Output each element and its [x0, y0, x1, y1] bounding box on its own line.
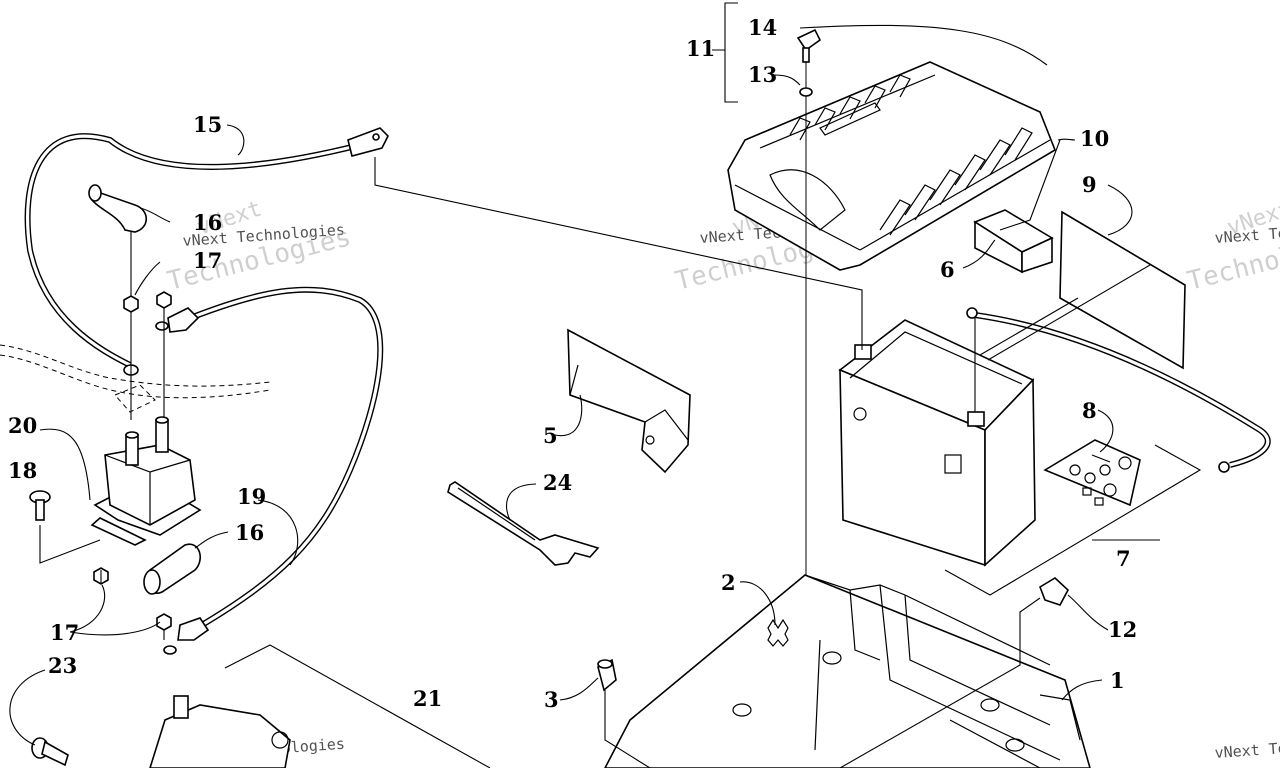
callout-10: 10	[1080, 126, 1109, 151]
leader-15-to-battery	[374, 157, 863, 350]
group-7-bracket	[944, 444, 1202, 596]
label-sheet	[1059, 210, 1186, 370]
starter-solenoid	[90, 416, 202, 546]
nut	[123, 295, 139, 313]
cable-15	[24, 127, 389, 376]
cover-screw	[796, 28, 822, 63]
engine-mount	[149, 695, 291, 768]
reference-harness	[0, 344, 271, 387]
callout-2: 2	[721, 570, 736, 595]
callout-5: 5	[543, 423, 558, 448]
callout-1: 1	[1110, 668, 1125, 693]
screw-washer	[799, 87, 813, 97]
callout-11: 11	[686, 36, 715, 61]
callout-3: 3	[544, 687, 559, 712]
callout-17-lower: 17	[50, 620, 79, 645]
mounting-screw	[29, 490, 51, 521]
callout-8: 8	[1082, 398, 1097, 423]
push-rivet	[597, 658, 617, 692]
nut	[156, 613, 172, 631]
battery-tray	[604, 574, 1091, 768]
callout-7: 7	[1116, 546, 1131, 571]
wrench-tool	[447, 481, 600, 566]
battery	[838, 319, 1036, 567]
callout-labels: 1 2 3 5 6 7 8 9 10 11 12 13 14 15 16 16 …	[8, 15, 1137, 712]
group-11-bracket	[712, 2, 738, 103]
callout-13: 13	[748, 62, 777, 87]
foam-pad	[973, 209, 1054, 274]
tray-clip	[1039, 577, 1069, 606]
watermark-line: vNext Technologies	[1214, 733, 1280, 762]
callout-20: 20	[8, 413, 37, 438]
callout-14: 14	[748, 15, 777, 40]
battery-cable	[966, 307, 1271, 473]
rubber-boot-lower	[143, 543, 201, 595]
callout-21: 21	[413, 686, 442, 711]
bolt-23	[31, 737, 69, 767]
battery-cover	[727, 61, 1056, 271]
fairing-panel	[567, 328, 691, 474]
callout-19: 19	[237, 484, 266, 509]
callout-15: 15	[193, 112, 222, 137]
leader-18	[39, 525, 101, 564]
callout-24: 24	[543, 470, 572, 495]
callout-17-upper: 17	[193, 248, 222, 273]
callout-23: 23	[48, 653, 77, 678]
cable-19	[155, 286, 384, 655]
reference-harness	[0, 354, 271, 399]
tray-decal-icon	[767, 618, 789, 647]
callout-leaders	[9, 24, 1151, 768]
callout-18: 18	[8, 458, 37, 483]
rubber-boot-upper	[88, 184, 148, 233]
callout-9: 9	[1082, 172, 1097, 197]
reference-mount	[114, 384, 156, 413]
leader-21	[224, 644, 491, 768]
hardware-kit	[1043, 439, 1141, 507]
nut	[156, 291, 172, 309]
callout-12: 12	[1108, 617, 1137, 642]
assembly-axis	[100, 232, 165, 640]
callout-16-upper: 16	[193, 210, 222, 235]
callout-6: 6	[940, 257, 955, 282]
callout-16-lower: 16	[235, 520, 264, 545]
